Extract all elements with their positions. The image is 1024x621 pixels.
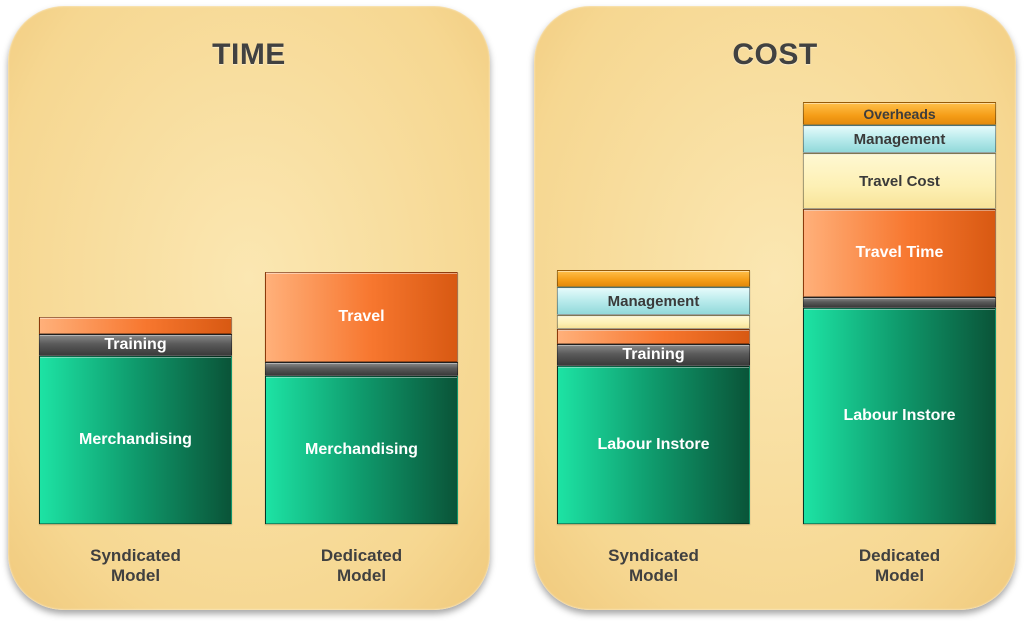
segment-label: Labour Instore: [597, 436, 710, 453]
segment-training: Training: [557, 344, 750, 366]
segment-label: Management: [853, 130, 946, 148]
segment-overheads: [557, 270, 750, 287]
bar-syndicated-model: Merchandising Training: [39, 309, 232, 524]
segment-labour-instore: Labour Instore: [803, 308, 996, 524]
bar-dedicated-model: Labour Instore Travel Time Travel Cost Mana…: [803, 89, 996, 524]
segment-label: Training: [104, 336, 167, 353]
bar-syndicated-model: Labour Instore Training Management: [557, 89, 750, 524]
segment-management: Management: [803, 125, 996, 153]
segment-label: Overheads: [863, 105, 936, 122]
cost-title: COST: [732, 38, 818, 71]
segment-label: Labour Instore: [843, 407, 956, 424]
segment-label: Management: [607, 292, 700, 310]
segment-label: Travel Time: [855, 244, 944, 261]
segment-overheads: Overheads: [803, 102, 996, 125]
segment-label: Merchandising: [79, 431, 192, 448]
bar-dedicated-model: Merchandising Travel: [265, 272, 458, 524]
segment-training: [803, 297, 996, 308]
segment-series-3: [39, 317, 232, 334]
segment-training: [265, 362, 458, 376]
segment-training: Training: [39, 334, 232, 356]
segment-labour-instore: Labour Instore: [557, 366, 750, 524]
segment-travel-time: [557, 329, 750, 344]
segment-merchandising: Merchandising: [39, 356, 232, 524]
segment-travel-cost: [557, 315, 750, 329]
segment-label: Travel: [338, 308, 385, 325]
segment-travel-cost: Travel Cost: [803, 153, 996, 209]
segment-merchandising: Merchandising: [265, 376, 458, 524]
segment-label: Travel Cost: [859, 172, 940, 190]
segment-travel-time: Travel Time: [803, 209, 996, 297]
segment-label: Training: [622, 346, 685, 363]
segment-travel: Travel: [265, 272, 458, 362]
segment-management: Management: [557, 287, 750, 315]
time-title: TIME: [212, 38, 286, 71]
segment-label: Merchandising: [305, 441, 418, 458]
